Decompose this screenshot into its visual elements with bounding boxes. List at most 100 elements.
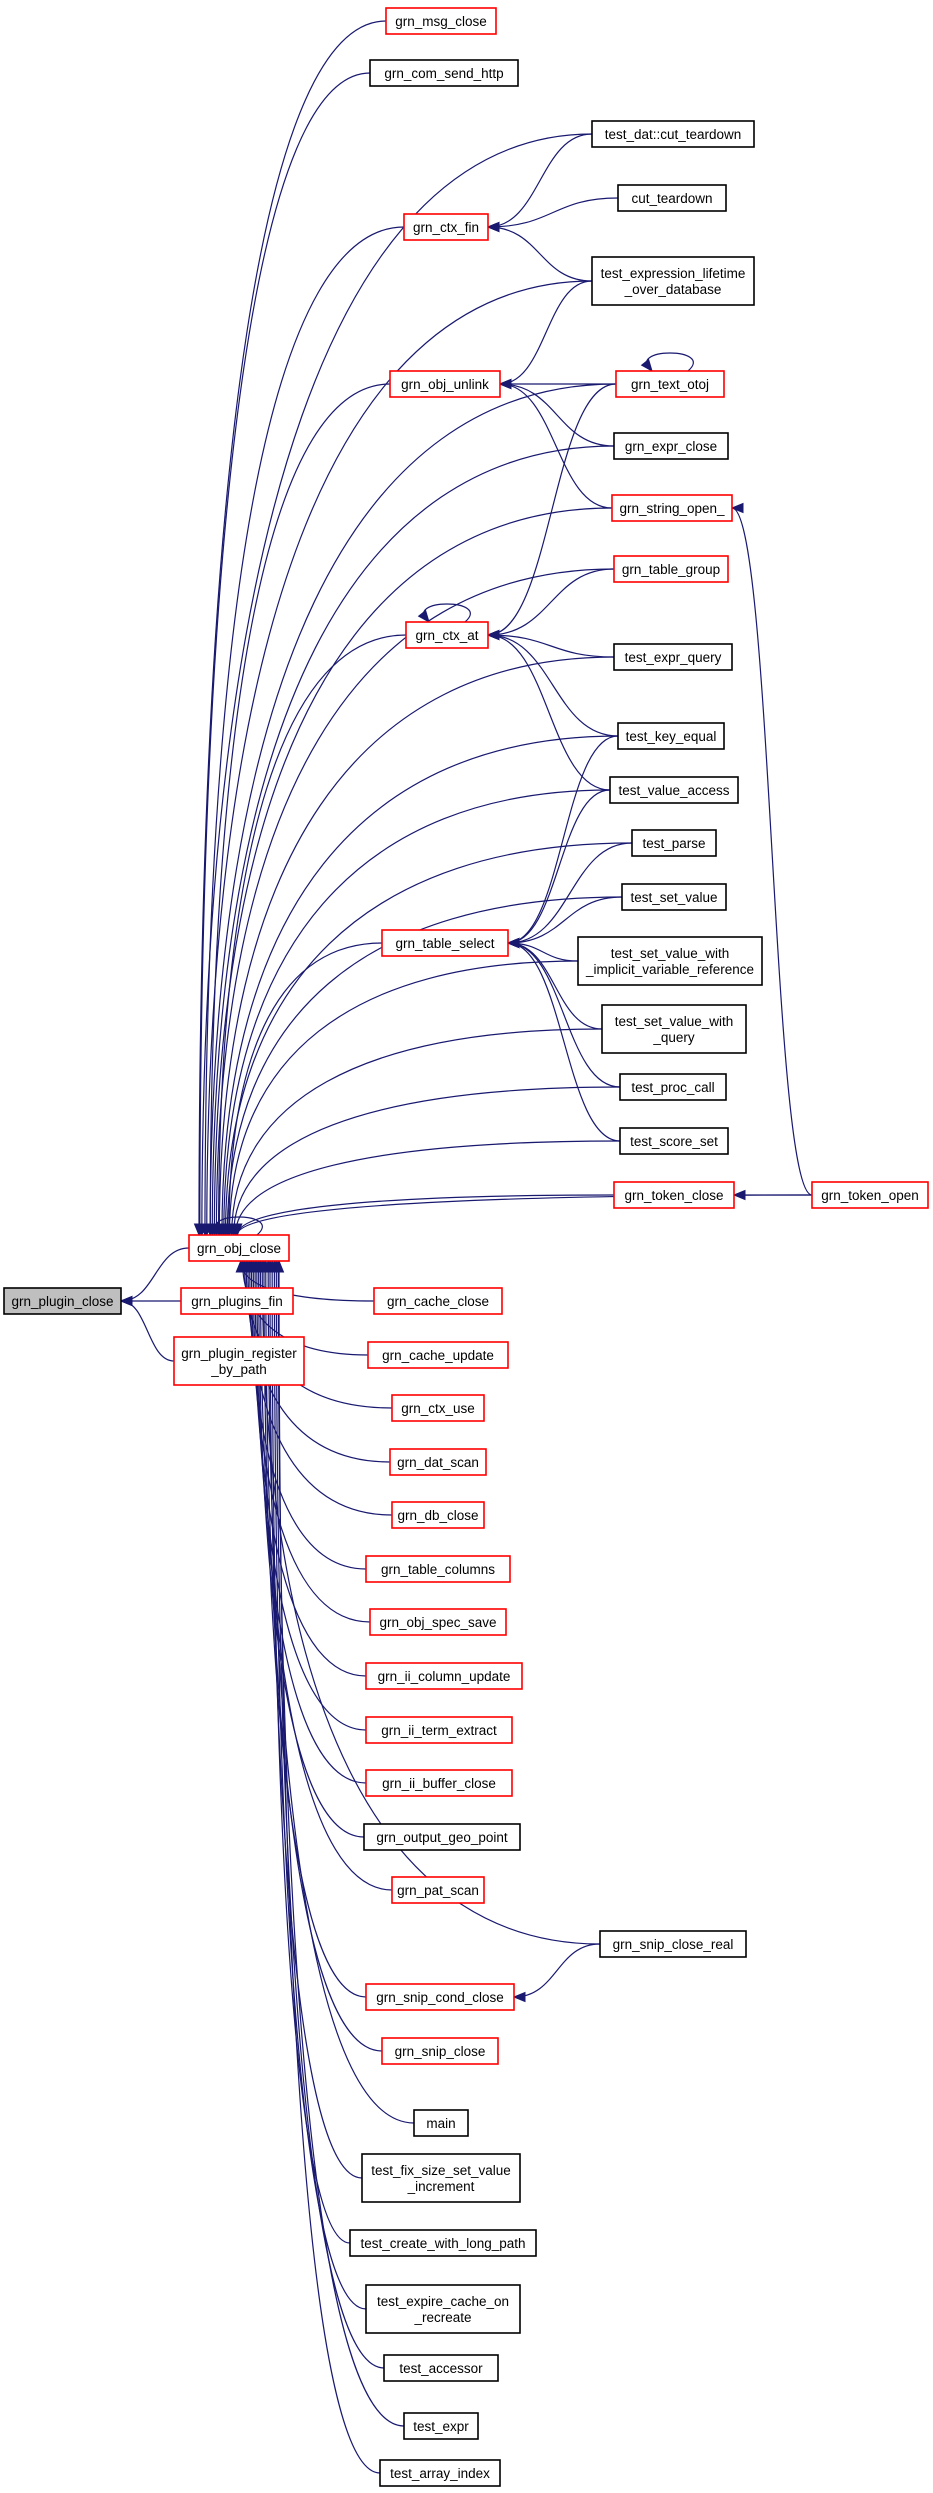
node-box xyxy=(811,1181,929,1209)
node-set-value-implicit[interactable]: test_set_value_with_implicit_variable_re… xyxy=(577,936,763,986)
node-expr-close[interactable]: grn_expr_close xyxy=(613,432,729,460)
node-cut-teardown[interactable]: cut_teardown xyxy=(617,184,727,212)
node-proc-call[interactable]: test_proc_call xyxy=(619,1073,727,1101)
node-box xyxy=(389,370,501,398)
node-box xyxy=(365,1662,523,1690)
node-label: _by_path xyxy=(210,1362,267,1377)
node-box xyxy=(383,2354,499,2382)
node-box xyxy=(611,494,733,522)
node-cache-update[interactable]: grn_cache_update xyxy=(367,1341,509,1369)
node-box xyxy=(617,722,725,750)
node-db-close[interactable]: grn_db_close xyxy=(391,1501,485,1529)
node-string-open[interactable]: grn_string_open_ xyxy=(611,494,733,522)
node-text-otoj[interactable]: grn_text_otoj xyxy=(615,370,725,398)
node-com-send-http[interactable]: grn_com_send_http xyxy=(369,59,519,87)
node-create-long-path[interactable]: test_create_with_long_path xyxy=(349,2229,537,2257)
node-box xyxy=(361,2153,521,2203)
edge-line xyxy=(507,789,611,944)
node-ii-buffer-close[interactable]: grn_ii_buffer_close xyxy=(365,1769,513,1797)
node-label: test_expression_lifetime xyxy=(601,266,746,281)
node-box xyxy=(621,883,727,911)
node-expr-query[interactable]: test_expr_query xyxy=(613,643,733,671)
node-obj-close[interactable]: grn_obj_close xyxy=(188,1234,290,1262)
node-output-geo-point[interactable]: grn_output_geo_point xyxy=(363,1823,521,1851)
node-set-value[interactable]: test_set_value xyxy=(621,883,727,911)
node-table-group[interactable]: grn_table_group xyxy=(613,555,729,583)
node-token-close[interactable]: grn_token_close xyxy=(613,1181,735,1209)
node-label: grn_table_group xyxy=(622,562,720,577)
node-label: test_array_index xyxy=(390,2466,490,2481)
node-dat-scan[interactable]: grn_dat_scan xyxy=(389,1448,487,1476)
edge-line xyxy=(224,842,633,1236)
node-pat-scan[interactable]: grn_pat_scan xyxy=(391,1876,485,1904)
node-table-columns[interactable]: grn_table_columns xyxy=(365,1555,511,1583)
edge-arrowhead xyxy=(732,1189,746,1201)
node-box xyxy=(577,936,763,986)
node-test-accessor[interactable]: test_accessor xyxy=(383,2354,499,2382)
node-snip-close-real[interactable]: grn_snip_close_real xyxy=(599,1930,747,1958)
node-snip-close[interactable]: grn_snip_close xyxy=(381,2037,499,2065)
node-label: grn_string_open_ xyxy=(619,501,725,516)
node-main[interactable]: main xyxy=(413,2109,469,2137)
node-box xyxy=(613,432,729,460)
node-label: grn_cache_update xyxy=(382,1348,494,1363)
edge-line xyxy=(201,133,593,1236)
node-ctx-use[interactable]: grn_ctx_use xyxy=(391,1394,485,1422)
node-box xyxy=(613,643,733,671)
node-table-select[interactable]: grn_table_select xyxy=(381,929,509,957)
node-set-value-query[interactable]: test_set_value_with_query xyxy=(601,1004,747,1054)
node-label: _over_database xyxy=(624,282,722,297)
edge-line xyxy=(487,634,619,737)
node-cut-teardown-dat[interactable]: test_dat::cut_teardown xyxy=(591,120,755,148)
node-ii-column-update[interactable]: grn_ii_column_update xyxy=(365,1662,523,1690)
node-value-access[interactable]: test_value_access xyxy=(609,776,739,804)
node-fix-size[interactable]: test_fix_size_set_value_increment xyxy=(361,2153,521,2203)
node-msg-close[interactable]: grn_msg_close xyxy=(385,7,497,35)
edge-arrowhead xyxy=(417,609,430,624)
node-label: grn_plugins_fin xyxy=(191,1294,283,1309)
node-ctx-fin[interactable]: grn_ctx_fin xyxy=(403,213,489,241)
node-plugin-close[interactable]: grn_plugin_close xyxy=(3,1287,122,1315)
node-label: grn_snip_cond_close xyxy=(376,1990,504,2005)
node-expr-lifetime[interactable]: test_expression_lifetime_over_database xyxy=(591,256,755,306)
node-test-parse[interactable]: test_parse xyxy=(631,829,717,857)
node-box xyxy=(619,1073,727,1101)
node-token-open[interactable]: grn_token_open xyxy=(811,1181,929,1209)
node-expire-cache[interactable]: test_expire_cache_on_recreate xyxy=(365,2284,521,2334)
node-cache-close[interactable]: grn_cache_close xyxy=(373,1287,503,1315)
node-box xyxy=(381,929,509,957)
node-plugin-register[interactable]: grn_plugin_register_by_path xyxy=(173,1336,305,1386)
edge-line xyxy=(211,445,615,1236)
edge-line xyxy=(259,1260,393,1891)
node-obj-unlink[interactable]: grn_obj_unlink xyxy=(389,370,501,398)
edge-line xyxy=(234,1140,621,1236)
edge-line xyxy=(199,72,371,1236)
node-array-index[interactable]: test_array_index xyxy=(379,2459,501,2487)
node-ii-term-extract[interactable]: grn_ii_term_extract xyxy=(365,1716,513,1744)
node-snip-cond-close[interactable]: grn_snip_cond_close xyxy=(365,1983,515,2011)
node-key-equal[interactable]: test_key_equal xyxy=(617,722,725,750)
node-label: grn_output_geo_point xyxy=(376,1830,508,1845)
node-ctx-at[interactable]: grn_ctx_at xyxy=(405,621,489,649)
node-test-expr[interactable]: test_expr xyxy=(403,2412,479,2440)
edge-line xyxy=(236,1194,615,1236)
edge-line xyxy=(198,20,387,1236)
edge-line xyxy=(209,383,617,1236)
node-label: grn_ii_column_update xyxy=(378,1669,511,1684)
node-plugins-fin[interactable]: grn_plugins_fin xyxy=(180,1287,294,1315)
node-box xyxy=(365,2284,521,2334)
node-label: _increment xyxy=(407,2179,475,2194)
node-box xyxy=(609,776,739,804)
node-box xyxy=(365,1983,515,2011)
node-box xyxy=(365,1769,513,1797)
node-obj-spec-save[interactable]: grn_obj_spec_save xyxy=(369,1608,507,1636)
node-label: grn_obj_spec_save xyxy=(379,1615,496,1630)
edge-line xyxy=(228,960,579,1236)
edge-line xyxy=(256,1260,367,1784)
node-label: grn_expr_close xyxy=(625,439,717,454)
node-box xyxy=(365,1555,511,1583)
node-box xyxy=(379,2459,501,2487)
edge-line xyxy=(215,568,615,1236)
edge-line xyxy=(507,896,623,944)
node-score-set[interactable]: test_score_set xyxy=(619,1127,729,1155)
